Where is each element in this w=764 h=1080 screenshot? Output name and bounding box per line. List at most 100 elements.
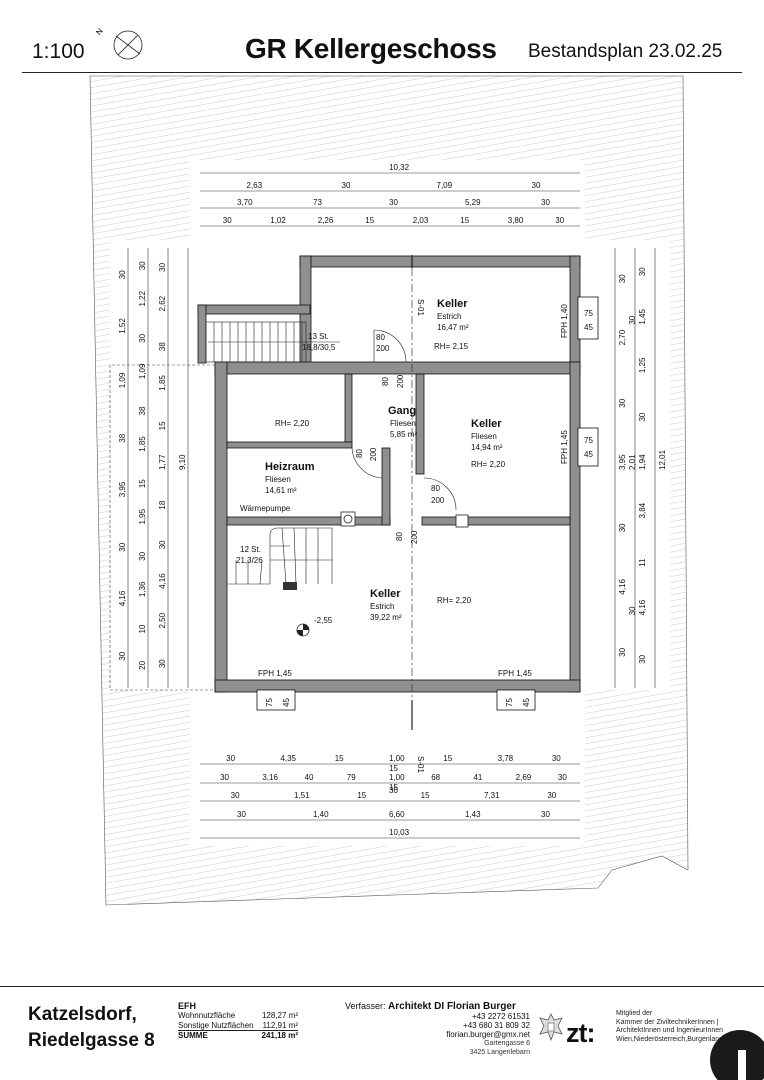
section-label: S-01	[416, 299, 425, 316]
room-floor: Estrich	[370, 602, 394, 611]
dimension-label: 41	[473, 773, 482, 782]
dimension-label: 73	[313, 198, 322, 207]
dimension-label: 30	[628, 315, 637, 324]
dimension-label: 30	[118, 651, 127, 660]
door-swings	[351, 329, 457, 511]
door-height: 200	[410, 530, 419, 544]
dimension-label: 15	[365, 216, 374, 225]
footer-divider	[0, 986, 764, 987]
fph-label: FPH 1,40	[560, 304, 569, 338]
dimension-label: 38	[158, 342, 167, 351]
window-width: 75	[505, 698, 514, 707]
north-label: N	[94, 26, 105, 36]
dimension-label: 30	[223, 216, 232, 225]
room-name: Keller	[370, 588, 401, 600]
architect-logo-icon	[710, 1030, 764, 1080]
dimension-label: 30	[541, 198, 550, 207]
header-divider	[22, 72, 742, 73]
dimension-label: 30	[618, 274, 627, 283]
dimension-label: 15	[389, 764, 398, 773]
door-height: 200	[376, 344, 390, 353]
chamber-membership: Mitglied der Kammer der ZiviltechnikerIn…	[616, 1010, 724, 1043]
door-height: 200	[396, 374, 405, 388]
dimension-label: 1,85	[138, 436, 147, 452]
coat-of-arms-icon	[539, 1013, 563, 1042]
dimension-label: 2,63	[247, 181, 263, 190]
window-height: 45	[584, 450, 593, 459]
dimension-label: 1,00	[389, 754, 405, 763]
dimension-label: 38	[118, 433, 127, 442]
door-width: 80	[376, 333, 385, 342]
dimension-label: 1,45	[638, 309, 647, 325]
dimension-label: 4,16	[638, 599, 647, 615]
dimension-label: 1,77	[158, 454, 167, 470]
dimension-label: 15	[421, 791, 430, 800]
dimension-label: 2,62	[158, 295, 167, 311]
dimension-label: 1,36	[138, 581, 147, 597]
dimension-label: 18	[158, 500, 167, 509]
windows	[256, 296, 599, 711]
section-label: S-01	[416, 756, 425, 773]
dimension-label: 3,95	[618, 454, 627, 470]
dimension-label: 30	[532, 181, 541, 190]
window-height: 45	[522, 698, 531, 707]
contact-block: +43 2272 61531 +43 680 31 809 32 florian…	[420, 1012, 530, 1057]
dimension-label: 1,85	[158, 375, 167, 391]
dimension-label: 30	[552, 754, 561, 763]
dimension-label: 30	[158, 659, 167, 668]
dimension-label: 1,22	[138, 290, 147, 306]
zt-logo: zt:	[566, 1018, 596, 1048]
page-title: GR Kellergeschoss	[245, 33, 497, 64]
fph-label: FPH 1,45	[560, 430, 569, 464]
room-area: 16,47 m²	[437, 323, 469, 332]
dimension-label: 30	[389, 198, 398, 207]
dimension-label: 3,16	[262, 773, 278, 782]
dimension-label: 2,01	[628, 454, 637, 470]
dimension-label: 2,50	[158, 612, 167, 628]
dimension-label: 30	[158, 540, 167, 549]
dimension-label: 30	[118, 270, 127, 279]
window-width: 75	[584, 309, 593, 318]
dimension-label: 4,16	[158, 573, 167, 589]
city: 3425 Langenlebarn	[469, 1049, 530, 1056]
dimension-label: 30	[628, 606, 637, 615]
dimension-label: 3,70	[237, 198, 253, 207]
dimension-label: 30	[638, 412, 647, 421]
dimension-label: 1,00	[389, 773, 405, 782]
dimension-label: 30	[389, 786, 398, 795]
dimension-label: 15	[138, 479, 147, 488]
dimension-label: 1,02	[270, 216, 286, 225]
room-floor: Fliesen	[265, 475, 291, 484]
dimension-label: 4,35	[280, 754, 296, 763]
room-height: RH= 2,20	[275, 419, 310, 428]
dimension-label: 15	[158, 421, 167, 430]
dimension-label: 1,25	[638, 357, 647, 373]
dimension-label: 1,43	[465, 810, 481, 819]
stair-dim: 18,8/30,5	[302, 343, 336, 352]
dimension-label: 30	[555, 216, 564, 225]
dimension-label: 30	[618, 398, 627, 407]
equipment-label: Wärmepumpe	[240, 504, 291, 513]
dimension-label: 30	[541, 810, 550, 819]
dimension-label: 38	[138, 406, 147, 415]
door-height: 200	[369, 447, 378, 461]
dimension-label: 1,09	[138, 363, 147, 379]
dimension-label: 10,32	[389, 163, 410, 172]
dimension-label: 6,60	[389, 810, 405, 819]
dimension-label: 1,09	[118, 372, 127, 388]
phone: +43 2272 61531	[471, 1012, 530, 1021]
dimension-label: 15	[443, 754, 452, 763]
dimension-label: 4,16	[618, 578, 627, 594]
dimension-label: 15	[460, 216, 469, 225]
dimension-label: 30	[618, 647, 627, 656]
dimension-label: 30	[237, 810, 246, 819]
room-height: RH= 2,15	[434, 342, 469, 351]
dimension-label: 4,16	[118, 590, 127, 606]
dimension-label: 3,95	[118, 481, 127, 497]
dimension-label: 15	[357, 791, 366, 800]
room-height: RH= 2,20	[471, 460, 506, 469]
door-width: 80	[431, 484, 440, 493]
